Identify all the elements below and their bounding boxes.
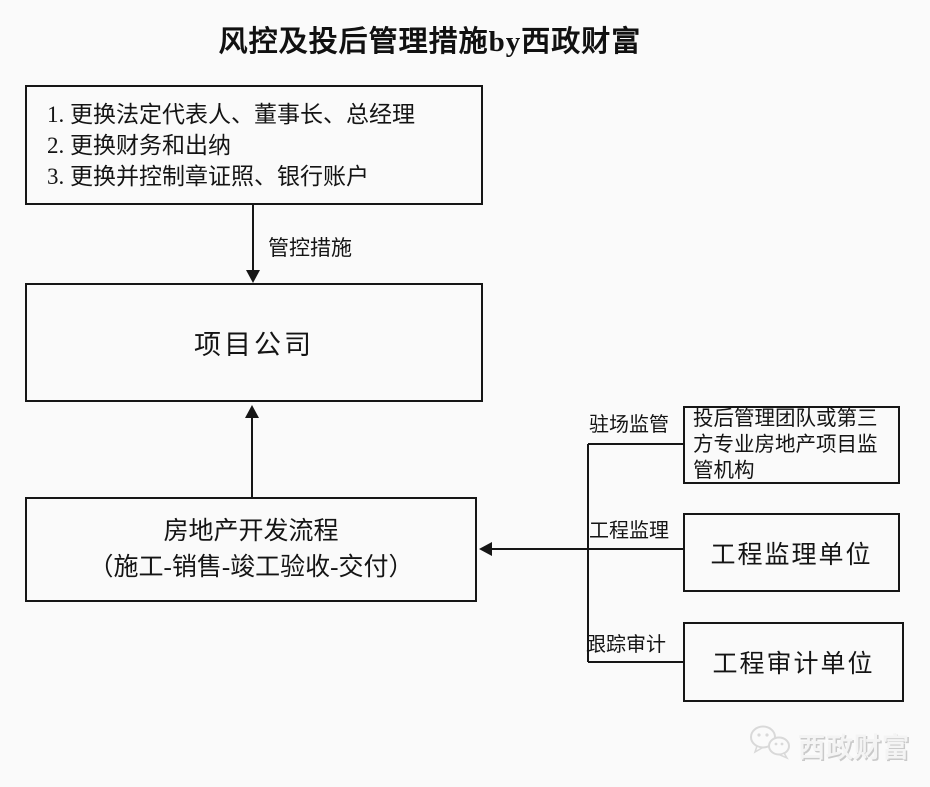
control-measure-item-3: 3. 更换并控制章证照、银行账户 [47, 163, 369, 189]
watermark: 西政财富 [748, 724, 910, 767]
arrow-process-to-company-head [245, 405, 259, 418]
diagram-title: 风控及投后管理措施by西政财富 [218, 26, 642, 58]
development-process-line1: 房地产开发流程 [163, 517, 339, 545]
edge-label-control-measures: 管控措施 [268, 236, 352, 260]
edge-label-tracking-audit: 跟踪审计 [586, 634, 666, 656]
box-control-measures-list: 1. 更换法定代表人、董事长、总经理 2. 更换财务和出纳 3. 更换并控制章证… [25, 85, 483, 205]
watermark-text: 西政财富 [798, 733, 910, 763]
box-engineering-supervision-unit: 工程监理单位 [683, 513, 900, 592]
arrow-control-measures-head [246, 270, 260, 283]
arrow-into-process-head [479, 542, 492, 556]
project-company-label: 项目公司 [194, 330, 314, 360]
development-process-line2: （施工-销售-竣工验收-交付） [88, 553, 414, 581]
engineering-audit-unit-label: 工程审计单位 [712, 651, 875, 678]
box-engineering-audit-unit: 工程审计单位 [683, 622, 904, 702]
control-measure-item-1: 1. 更换法定代表人、董事长、总经理 [47, 101, 415, 127]
control-measure-item-2: 2. 更换财务和出纳 [47, 132, 231, 158]
engineering-supervision-unit-label: 工程监理单位 [710, 541, 873, 569]
wechat-logo-icon [748, 724, 794, 767]
box-development-process: 房地产开发流程 （施工-销售-竣工验收-交付） [25, 497, 477, 602]
edge-label-onsite-supervision: 驻场监管 [589, 414, 669, 436]
supervision-team-label: 投后管理团队或第三方专业房地产项目监管机构 [693, 408, 878, 482]
edge-label-engineering-supervision: 工程监理 [589, 520, 669, 542]
box-project-company: 项目公司 [25, 283, 483, 402]
box-supervision-team: 投后管理团队或第三方专业房地产项目监管机构 [683, 406, 900, 484]
